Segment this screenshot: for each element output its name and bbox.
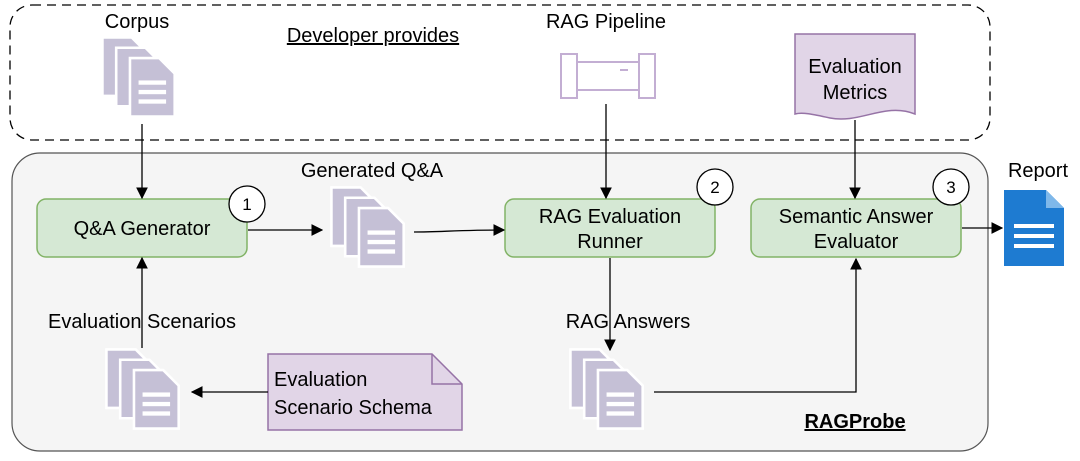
rag-pipeline-label: RAG Pipeline — [546, 11, 666, 33]
generated-qa-label: Generated Q&A — [301, 160, 444, 182]
corpus-document-stack-icon — [101, 35, 177, 118]
pipe-icon — [560, 53, 656, 99]
step-1-badge — [228, 185, 266, 223]
scenario-schema-line-1: Evaluation — [274, 369, 367, 391]
developer-provides-label: Developer provides — [287, 25, 459, 47]
report-document-icon — [1004, 190, 1064, 266]
qa-generator-label: Q&A Generator — [74, 218, 211, 240]
developer-provides-region — [9, 4, 991, 141]
semantic-answer-evaluator-line-2: Evaluator — [814, 231, 899, 253]
semantic-answer-evaluator-line-1: Semantic Answer — [779, 206, 934, 228]
step-3-number: 3 — [946, 178, 955, 197]
report-label: Report — [1008, 160, 1068, 182]
arrow-answers-to-evaluator — [654, 257, 862, 393]
scenario-schema-fold — [431, 354, 462, 385]
step-3-badge — [932, 168, 970, 206]
step-1-number: 1 — [242, 195, 251, 214]
rag-answers-label: RAG Answers — [566, 311, 690, 333]
evaluation-metrics-line-1: Evaluation — [808, 56, 901, 78]
step-2-number: 2 — [710, 178, 719, 197]
step-2-badge — [696, 168, 734, 206]
rag-evaluation-runner-line-2: Runner — [577, 231, 643, 253]
scenario-schema-document — [267, 353, 463, 431]
rag-evaluation-runner-line-1: RAG Evaluation — [539, 206, 681, 228]
evaluation-metrics-document — [794, 33, 916, 120]
ragprobe-label: RAGProbe — [804, 411, 905, 433]
corpus-label: Corpus — [105, 11, 169, 33]
scenario-schema-line-2: Scenario Schema — [274, 397, 433, 419]
ragprobe-panel — [11, 152, 989, 452]
arrow-generated-qa-to-runner — [413, 224, 506, 236]
evaluation-metrics-line-2: Metrics — [823, 82, 887, 104]
